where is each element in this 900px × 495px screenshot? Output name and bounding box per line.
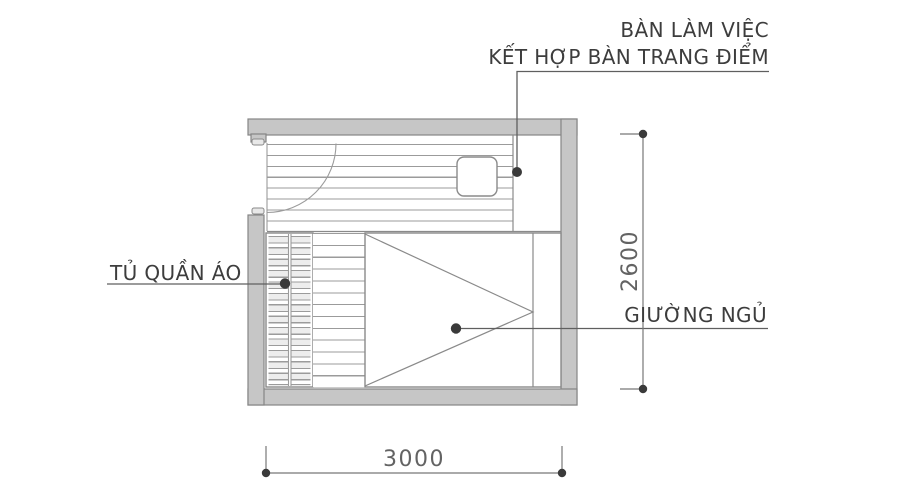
bottom-wall xyxy=(247,388,578,406)
height-dimension-top-dot xyxy=(638,129,648,139)
desk-label-leader xyxy=(516,70,769,172)
annotation-leaders xyxy=(107,70,769,334)
desk-label-line2: KẾT HỢP BÀN TRANG ĐIỂM xyxy=(488,43,769,69)
door xyxy=(251,138,337,215)
wardrobe-left-rail xyxy=(268,234,288,386)
height-dimension: 2600 xyxy=(618,129,648,394)
desk-label-dot xyxy=(512,167,522,177)
width-dimension: 3000 xyxy=(261,446,567,478)
desk-label-line1: BÀN LÀM VIỆC xyxy=(620,18,769,42)
width-dimension-value: 3000 xyxy=(383,447,445,472)
left-wall xyxy=(247,214,265,406)
bed-outline xyxy=(364,232,562,388)
width-dimension-right-dot xyxy=(557,468,567,478)
door-hinge-bottom xyxy=(251,207,265,215)
wardrobe xyxy=(265,232,314,388)
bed-label: GIƯỜNG NGỦ xyxy=(624,302,767,327)
walls xyxy=(247,118,578,406)
bed-label-dot xyxy=(450,323,462,334)
desk-area xyxy=(266,135,561,233)
wardrobe-label-dot xyxy=(279,278,291,289)
top-wall xyxy=(247,118,578,136)
door-hinge-top xyxy=(251,138,265,146)
right-wall xyxy=(560,118,578,406)
height-dimension-value: 2600 xyxy=(618,230,643,292)
labels: BÀN LÀM VIỆC KẾT HỢP BÀN TRANG ĐIỂM TỦ Q… xyxy=(109,18,769,327)
height-dimension-bottom-dot xyxy=(638,384,648,394)
wardrobe-label: TỦ QUẦN ÁO xyxy=(109,260,242,285)
bed-blanket-fold xyxy=(364,233,535,387)
floor-mat xyxy=(313,233,365,388)
bed xyxy=(364,232,562,388)
door-swing-arc xyxy=(266,143,337,214)
stool xyxy=(456,156,498,197)
wardrobe-right-rail xyxy=(291,234,311,386)
width-dimension-left-dot xyxy=(261,468,271,478)
